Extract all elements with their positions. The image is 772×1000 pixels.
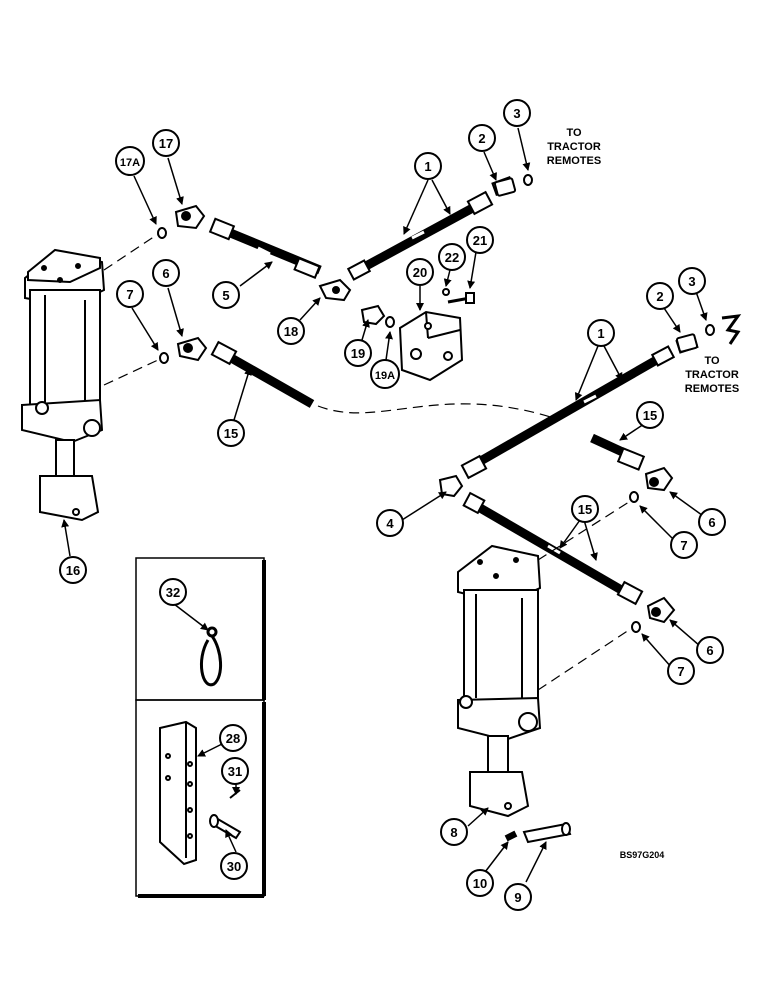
svg-text:20: 20: [413, 265, 427, 280]
callout-19a: 19A: [370, 359, 400, 389]
svg-text:1: 1: [597, 326, 604, 341]
curved-arrow-icon: [721, 314, 742, 345]
svg-text:19: 19: [351, 346, 365, 361]
callout-7-low: 7: [667, 657, 695, 685]
svg-text:6: 6: [162, 266, 169, 281]
svg-text:TO: TO: [704, 355, 720, 367]
svg-text:2: 2: [478, 131, 485, 146]
callout-9: 9: [504, 883, 532, 911]
callout-1-top: 1: [414, 152, 442, 180]
callout-3-top: 3: [503, 99, 531, 127]
svg-text:21: 21: [473, 233, 487, 248]
callout-31: 31: [221, 757, 249, 785]
figure-code: BS97G204: [620, 850, 665, 860]
inset-boxes: [135, 557, 266, 898]
svg-text:1: 1: [424, 159, 431, 174]
svg-text:REMOTES: REMOTES: [547, 155, 601, 167]
svg-text:32: 32: [166, 585, 180, 600]
svg-text:7: 7: [680, 538, 687, 553]
svg-text:17A: 17A: [120, 157, 140, 169]
svg-text:REMOTES: REMOTES: [685, 383, 739, 395]
svg-text:15: 15: [643, 408, 657, 423]
svg-text:4: 4: [386, 516, 394, 531]
callout-7-mid: 7: [670, 531, 698, 559]
callout-6-mid: 6: [698, 508, 726, 536]
dashed-lines: [103, 233, 633, 691]
callout-21: 21: [466, 226, 494, 254]
callout-22: 22: [438, 243, 466, 271]
svg-text:TO: TO: [566, 127, 582, 139]
note-to-tractor-remotes-right: TO TRACTOR REMOTES: [685, 355, 739, 395]
callout-15-mid: 15: [571, 495, 599, 523]
callout-7-left: 7: [116, 280, 144, 308]
callout-20: 20: [406, 258, 434, 286]
callout-6-left: 6: [152, 259, 180, 287]
callout-4: 4: [376, 509, 404, 537]
hoses: [223, 200, 663, 599]
callout-17a: 17A: [115, 146, 145, 176]
svg-text:18: 18: [284, 324, 298, 339]
callout-30: 30: [220, 852, 248, 880]
svg-text:6: 6: [706, 643, 713, 658]
svg-text:28: 28: [226, 731, 240, 746]
callout-32: 32: [159, 578, 187, 606]
pin-and-clip: [504, 822, 572, 844]
note-to-tractor-remotes-top: TO TRACTOR REMOTES: [547, 127, 601, 167]
callout-2-top: 2: [468, 124, 496, 152]
callout-1-right: 1: [587, 319, 615, 347]
callout-5: 5: [212, 281, 240, 309]
svg-text:TRACTOR: TRACTOR: [547, 141, 601, 153]
small-pin-part: [209, 789, 242, 840]
svg-text:7: 7: [126, 287, 133, 302]
callouts: 1 2 3 17A 17 6 7 5 18 19 19A 20 22 21 15…: [59, 99, 726, 911]
svg-text:31: 31: [228, 764, 242, 779]
svg-text:3: 3: [688, 274, 695, 289]
bracket-part: [159, 720, 197, 866]
svg-text:7: 7: [677, 664, 684, 679]
callout-2-right: 2: [646, 282, 674, 310]
svg-text:22: 22: [445, 250, 459, 265]
callout-16: 16: [59, 556, 87, 584]
svg-text:3: 3: [513, 106, 520, 121]
svg-text:2: 2: [656, 289, 663, 304]
left-cylinder: [21, 248, 106, 522]
callout-3-right: 3: [678, 267, 706, 295]
callout-17: 17: [152, 129, 180, 157]
svg-text:15: 15: [224, 426, 238, 441]
svg-text:19A: 19A: [375, 370, 395, 382]
strap-part: [200, 626, 222, 687]
leader-arrows: [61, 127, 708, 883]
svg-text:17: 17: [159, 136, 173, 151]
svg-text:6: 6: [708, 515, 715, 530]
svg-text:15: 15: [578, 502, 592, 517]
callout-10: 10: [466, 869, 494, 897]
svg-text:8: 8: [450, 825, 457, 840]
callout-8: 8: [440, 818, 468, 846]
callout-15-left: 15: [217, 419, 245, 447]
callout-6-low: 6: [696, 636, 724, 664]
svg-text:TRACTOR: TRACTOR: [685, 369, 739, 381]
callout-19: 19: [344, 339, 372, 367]
o-rings: [157, 174, 715, 633]
right-cylinder: [457, 544, 542, 818]
fittings: [208, 176, 699, 606]
callout-15-right-top: 15: [636, 401, 664, 429]
callout-18: 18: [277, 317, 305, 345]
svg-text:9: 9: [514, 890, 521, 905]
svg-text:16: 16: [66, 563, 80, 578]
valve-block: [398, 288, 475, 382]
svg-text:5: 5: [222, 288, 229, 303]
svg-text:30: 30: [227, 859, 241, 874]
callout-28: 28: [219, 724, 247, 752]
svg-text:10: 10: [473, 876, 487, 891]
